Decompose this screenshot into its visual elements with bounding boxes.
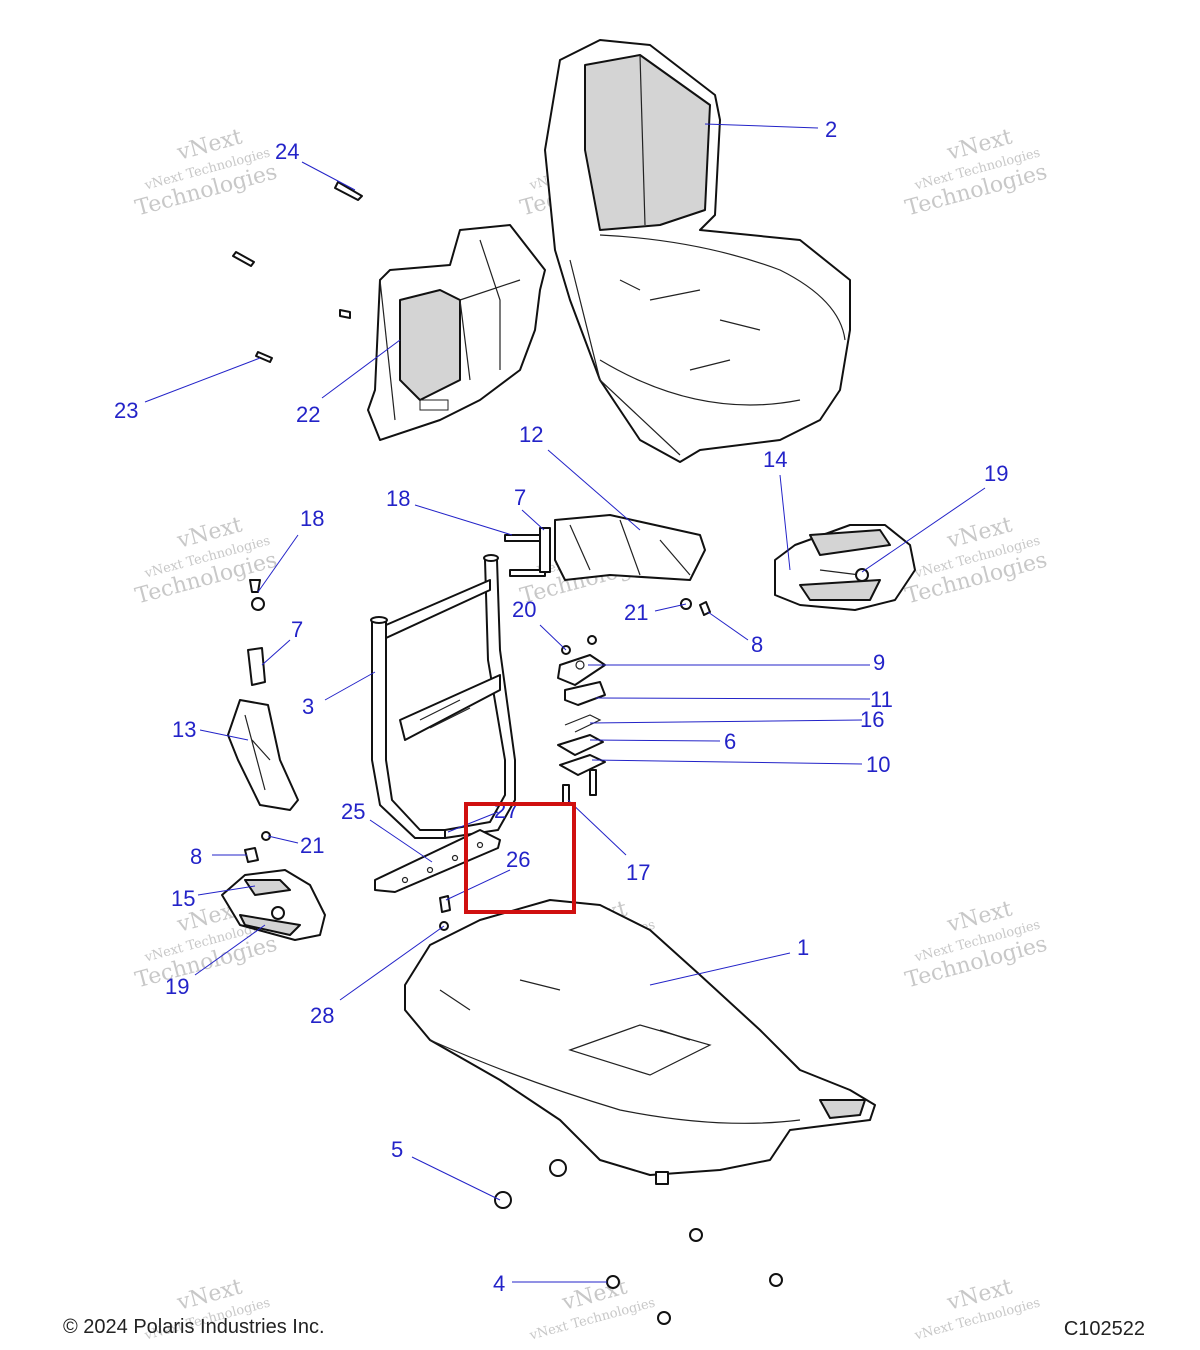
watermark: vNext vNext Technologies Technologies — [903, 896, 1050, 993]
watermark: vNext vNext Technologies — [912, 1274, 1042, 1343]
callout-13: 13 — [172, 717, 196, 742]
callout-9: 9 — [873, 650, 885, 675]
callout-12: 12 — [519, 422, 543, 447]
part-bolts-upper — [504, 527, 551, 577]
callout-27: 27 — [494, 798, 518, 823]
leader-lines — [144, 123, 986, 1283]
callout-19-right: 19 — [984, 461, 1008, 486]
callout-20: 20 — [512, 597, 536, 622]
callout-18-upper: 18 — [386, 486, 410, 511]
callout-22: 22 — [296, 402, 320, 427]
part-side-cover — [227, 699, 299, 811]
watermark: vNext vNext Technologies Technologies — [903, 124, 1050, 221]
callout-1: 1 — [797, 935, 809, 960]
part-bracket-plate — [374, 829, 501, 931]
watermark: vNext vNext Technologies — [527, 1274, 657, 1343]
callout-21-upper: 21 — [624, 600, 648, 625]
callout-15: 15 — [171, 886, 195, 911]
callout-19-left: 19 — [165, 974, 189, 999]
copyright-text: © 2024 Polaris Industries Inc. — [63, 1316, 325, 1338]
callout-23: 23 — [114, 398, 138, 423]
callouts: 1 2 3 4 5 6 7 7 8 8 9 10 11 12 13 14 15 … — [114, 117, 1008, 1296]
part-spacer-left — [247, 579, 266, 686]
part-seat-frame — [370, 554, 516, 839]
part-mount-bracket — [554, 514, 706, 581]
watermark: vNext vNext Technologies Technologies — [133, 512, 280, 609]
callout-7-left: 7 — [291, 617, 303, 642]
part-footrest-right — [774, 524, 916, 611]
callout-25: 25 — [341, 799, 365, 824]
callout-4: 4 — [493, 1271, 505, 1296]
watermark: vNext vNext Technologies Technologies — [133, 124, 280, 221]
callout-7-upper: 7 — [514, 485, 526, 510]
part-nuts-lower — [494, 1159, 783, 1325]
callout-6: 6 — [724, 729, 736, 754]
part-seat-backrest — [544, 39, 851, 463]
callout-28: 28 — [310, 1003, 334, 1028]
callout-24: 24 — [275, 139, 299, 164]
part-nuts-left — [244, 831, 271, 863]
callout-3: 3 — [302, 694, 314, 719]
callout-2: 2 — [825, 117, 837, 142]
part-storage-box — [367, 224, 546, 441]
callout-8-upper: 8 — [751, 632, 763, 657]
callout-5: 5 — [391, 1137, 403, 1162]
callout-26: 26 — [506, 847, 530, 872]
part-bolts-box — [232, 181, 363, 363]
callout-17: 17 — [626, 860, 650, 885]
callout-16: 16 — [860, 707, 884, 732]
highlight-box — [464, 802, 576, 914]
callout-8-left: 8 — [190, 844, 202, 869]
part-latch-assembly — [557, 654, 606, 806]
callout-21-left: 21 — [300, 833, 324, 858]
callout-11: 11 — [870, 687, 893, 712]
figure-code: C102522 — [1063, 1318, 1145, 1340]
callout-18-left: 18 — [300, 506, 324, 531]
callout-10: 10 — [866, 752, 890, 777]
callout-14: 14 — [763, 447, 787, 472]
watermark: vNext vNext Technologies Technologies — [903, 512, 1050, 609]
